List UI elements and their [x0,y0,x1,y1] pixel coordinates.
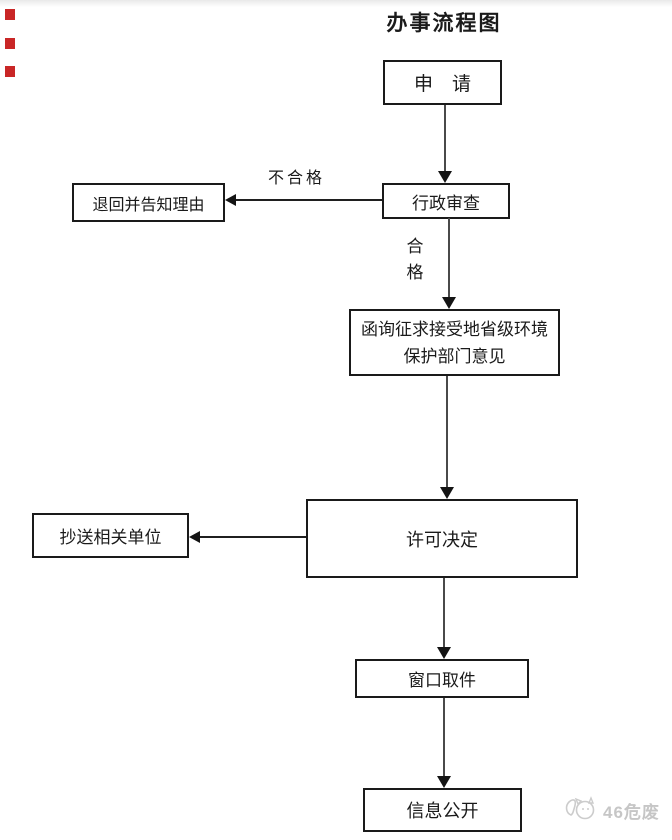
arrow-decision-to-pickup [443,578,445,648]
arrow-review-to-consult [448,218,450,298]
flow-node-consult: 函询征求接受地省级环境保护部门意见 [349,309,560,376]
red-margin-mark [5,38,15,49]
flow-node-decision: 许可决定 [306,499,578,578]
red-margin-mark [5,9,15,20]
flow-node-apply: 申 请 [383,60,502,105]
top-edge-shadow [0,0,672,7]
arrow-decision-to-copy [200,536,306,538]
arrowhead-down-icon [437,776,451,788]
arrowhead-down-icon [442,297,456,309]
arrow-pickup-to-publish [443,698,445,777]
watermark: 46危废 [563,793,660,828]
flow-node-pickup: 窗口取件 [355,659,529,698]
edge-label-pass-char1: 合 [406,237,424,256]
arrow-consult-to-decision [446,376,448,488]
arrowhead-down-icon [437,647,451,659]
arrowhead-down-icon [440,487,454,499]
flow-node-copy: 抄送相关单位 [32,513,189,558]
arrowhead-left-icon [225,194,236,206]
edge-label-fail: 不合格 [268,170,326,187]
arrow-apply-to-review [444,105,446,172]
flow-node-publish: 信息公开 [363,788,522,832]
arrowhead-down-icon [438,171,452,183]
flow-node-return: 退回并告知理由 [72,183,225,222]
arrowhead-left-icon [189,531,200,543]
red-margin-mark [5,66,15,77]
edge-label-pass: 合 格 [404,234,426,286]
edge-label-pass-char2: 格 [406,263,424,282]
page-title: 办事流程图 [386,12,502,35]
flow-node-review: 行政审查 [382,183,510,219]
watermark-text: 46危废 [603,803,660,822]
watermark-logo-icon [563,793,599,828]
arrow-review-to-return [236,199,382,201]
